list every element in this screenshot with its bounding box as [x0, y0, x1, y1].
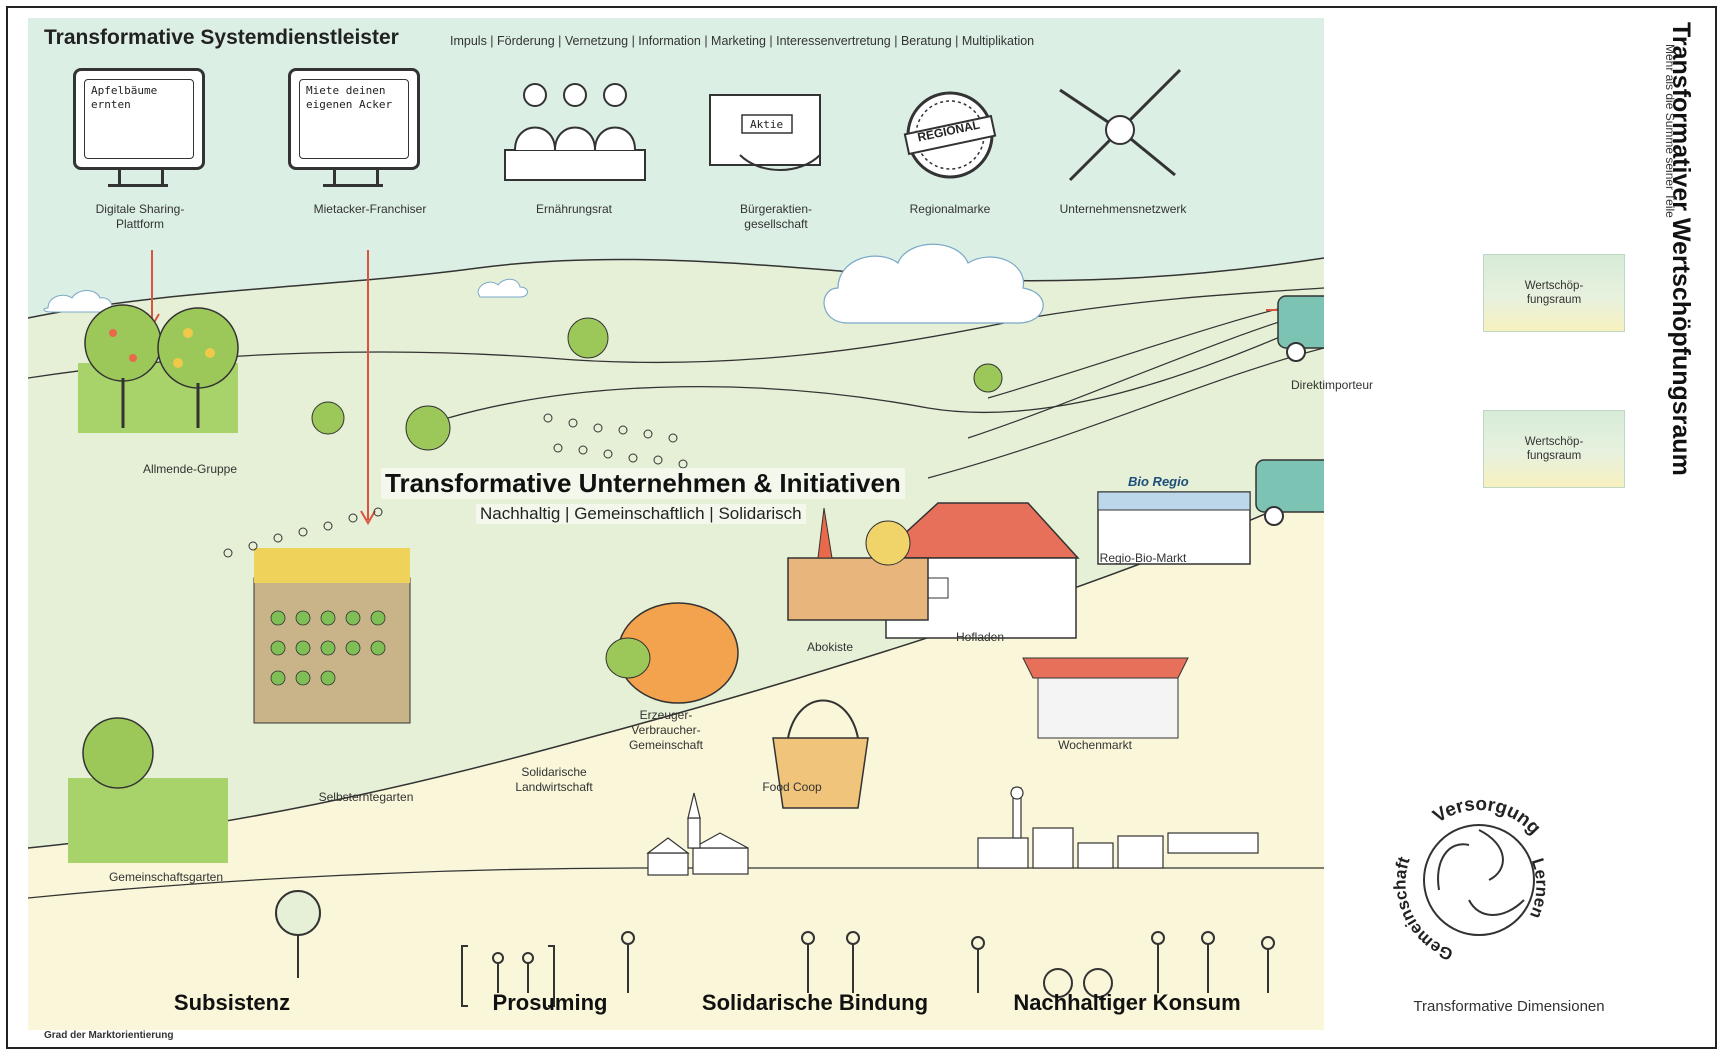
provider-label-ernaehrungsrat: Ernährungsrat — [536, 202, 612, 217]
screen-line: ernten — [91, 97, 131, 111]
category-nachhaltiger-konsum: Nachhaltiger Konsum — [1013, 990, 1241, 1015]
share-certificate-icon — [709, 94, 821, 171]
label-line: Regionalmarke — [909, 202, 991, 216]
landscape-panel — [28, 18, 1324, 1030]
monitor-stand — [333, 170, 379, 184]
label-line: Unternehmensnetzwerk — [1059, 202, 1187, 216]
bio-regio-sign: Bio Regio — [1128, 474, 1189, 489]
label-line: Plattform — [115, 217, 164, 231]
label-line: Gemeinschaft — [628, 738, 704, 752]
label-abokiste: Abokiste — [806, 640, 854, 654]
label-allmende-gruppe: Allmende-Gruppe — [142, 462, 238, 476]
header-subtitle: Impuls | Förderung | Vernetzung | Inform… — [450, 34, 1035, 48]
monitor-screen: Miete deinen eigenen Acker — [299, 79, 409, 159]
mietacker-monitor: Miete deinen eigenen Acker — [288, 68, 420, 170]
screen-line: Miete deinen — [306, 84, 386, 97]
category-solidarische-bindung: Solidarische Bindung — [701, 990, 929, 1015]
wertschoepfungsraum-box-in: Wertschöp- fungsraum — [1483, 410, 1625, 488]
label-line: fungsraum — [1526, 294, 1582, 307]
monitor-base — [323, 184, 383, 187]
regional-seal-icon — [903, 91, 997, 179]
provider-label-sharing-platform: Digitale Sharing- Plattform — [96, 202, 185, 232]
monitor-base — [108, 184, 168, 187]
dimension-gemeinschaft: Gemeinschaft — [1390, 854, 1455, 964]
dimension-word: Gemeinschaft — [1390, 854, 1455, 964]
label-line: Ernährungsrat — [535, 202, 613, 216]
landscape-drawing — [28, 18, 1324, 1007]
wertschoepfungsraum-box-out: Wertschöp- fungsraum — [1483, 254, 1625, 332]
label-line: Wertschöp- — [1524, 280, 1584, 292]
label-gemeinschaftsgarten: Gemeinschaftsgarten — [108, 870, 224, 884]
provider-label-unternehmensnetzwerk: Unternehmensnetzwerk — [1060, 202, 1187, 217]
sharing-platform-monitor: Apfelbäume ernten — [73, 68, 205, 170]
label-food-coop: Food Coop — [762, 780, 822, 794]
box-label: Wertschöp- fungsraum — [1525, 279, 1584, 308]
label-line: Digitale Sharing- — [95, 202, 185, 216]
side-subtitle: Mehr als die Summe seiner Teile — [1663, 44, 1677, 218]
center-title: Transformative Unternehmen & Initiativen — [381, 468, 905, 499]
label-line: Solidarische — [521, 765, 587, 779]
label-wochenmarkt: Wochenmarkt — [1058, 738, 1132, 752]
screen-line: eigenen Acker — [306, 97, 393, 111]
dimension-lernen: Lernen — [1526, 856, 1551, 921]
monitor-stand — [118, 170, 164, 184]
label-selbsterntegarten: Selbsterntegarten — [318, 790, 414, 804]
share-sign-text: Aktie — [750, 118, 784, 131]
label-line: Mietacker-Franchiser — [313, 202, 427, 216]
council-people-icon — [504, 83, 646, 181]
dimension-word: Lernen — [1526, 856, 1551, 921]
label-line: Erzeuger- — [639, 708, 693, 722]
label-line: Wertschöp- — [1524, 436, 1584, 448]
dimension-word: Versorgung — [1429, 794, 1544, 839]
network-hands-icon — [1059, 68, 1182, 182]
screen-line: Apfelbäume — [91, 84, 158, 97]
label-hofladen: Hofladen — [955, 630, 1005, 644]
label-line: Bürgeraktien- — [739, 202, 813, 216]
provider-label-regionalmarke: Regionalmarke — [910, 202, 991, 217]
monitor-screen: Apfelbäume ernten — [84, 79, 194, 159]
provider-label-mietacker: Mietacker-Franchiser — [314, 202, 427, 217]
dimension-versorgung: Versorgung — [1429, 794, 1544, 839]
label-line: fungsraum — [1526, 450, 1582, 463]
label-line: Verbraucher- — [631, 723, 701, 737]
outer-frame — [6, 6, 1717, 1049]
category-prosuming: Prosuming — [492, 990, 608, 1015]
box-label: Wertschöp- fungsraum — [1525, 435, 1584, 464]
label-solidarische-landwirtschaft: Solidarische Landwirtschaft — [515, 765, 592, 795]
center-subtitle: Nachhaltig | Gemeinschaftlich | Solidari… — [476, 504, 806, 524]
label-line: gesellschaft — [744, 217, 808, 231]
label-direktimporteur: Direktimporteur — [1290, 378, 1374, 392]
dimensions-caption: Transformative Dimensionen — [1413, 998, 1605, 1015]
category-subsistenz: Subsistenz — [173, 990, 291, 1015]
header-title: Transformative Systemdienstleister — [44, 26, 399, 49]
provider-label-buergeraktien: Bürgeraktien- gesellschaft — [740, 202, 812, 232]
transformative-dimensions-circle: Versorgung Lernen Gemeinschaft — [1390, 794, 1551, 964]
label-line: Landwirtschaft — [515, 780, 593, 794]
footer-note: Grad der Marktorientierung — [44, 1030, 174, 1041]
label-regio-bio-markt: Regio-Bio-Markt — [1099, 551, 1187, 565]
label-erzeuger-verbraucher-gemeinschaft: Erzeuger- Verbraucher- Gemeinschaft — [629, 708, 703, 753]
